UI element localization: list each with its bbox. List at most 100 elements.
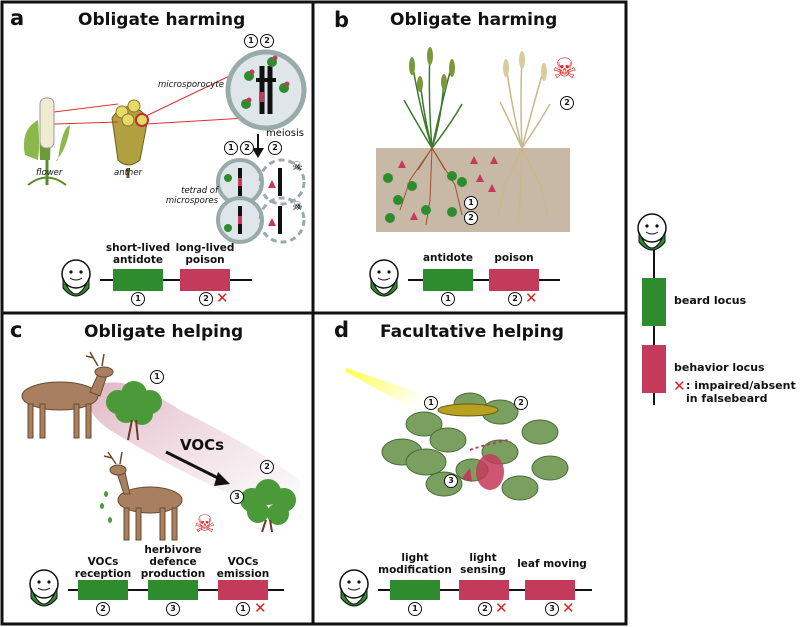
number-badge: 2 xyxy=(260,34,274,48)
legend-chromosome xyxy=(642,250,666,405)
number-badge: 2 xyxy=(514,396,528,410)
gene-line-c xyxy=(68,580,284,600)
greenbeard-face-d xyxy=(339,569,369,607)
cross-icon: ✕ xyxy=(254,599,267,617)
label-flower: flower xyxy=(36,168,63,178)
gene-label-emission-c: VOCs emission xyxy=(216,556,270,581)
gene-label-antidote-a: short-lived antidote xyxy=(105,242,171,267)
gene-bar-antidote-a xyxy=(113,269,163,291)
legend-behavior-bar xyxy=(642,345,666,393)
panel-letter-d: d xyxy=(334,318,350,342)
legend-impaired-label: : impaired/absent in falsebeard xyxy=(686,379,796,405)
gene-label-light-modification-d: light modification xyxy=(378,552,452,577)
number-badge: 1 xyxy=(244,34,258,48)
deer-antlers-top xyxy=(85,351,105,367)
number-badge: 2 xyxy=(478,602,492,616)
label-meiosis: meiosis xyxy=(266,128,304,139)
antidote-poison-molecules xyxy=(383,156,498,223)
gene-label-poison-b: poison xyxy=(494,252,534,264)
bush-bottom xyxy=(240,479,296,533)
legend-behavior-label: behavior locus xyxy=(674,361,765,374)
number-badge: 1 xyxy=(236,602,250,616)
panel-letter-a: a xyxy=(10,6,25,30)
number-badge: 2 xyxy=(96,602,110,616)
flower-illustration xyxy=(23,97,70,186)
deer-antlers-bottom xyxy=(103,451,123,465)
skull-icon: ☠ xyxy=(552,52,577,85)
svg-text:☠: ☠ xyxy=(292,199,303,213)
label-microsporocyte: microsporocyte xyxy=(158,80,224,90)
panel-letter-c: c xyxy=(10,318,23,342)
gene-bar-emission-c xyxy=(218,580,268,600)
panel-letter-b: b xyxy=(334,8,350,32)
panel-title-d: Facultative helping xyxy=(380,322,564,342)
panel-title-a: Obligate harming xyxy=(78,10,246,30)
green-plant-seedheads xyxy=(409,47,455,92)
legend-beard-label: beard locus xyxy=(674,294,747,307)
bush-top xyxy=(106,381,162,441)
number-badge: 2 xyxy=(240,141,254,155)
cross-icon: ✕ xyxy=(525,289,538,307)
tetrad-cells: ☠ ☠ xyxy=(216,158,306,244)
svg-text:☠: ☠ xyxy=(292,159,303,173)
number-badge: 1 xyxy=(441,292,455,306)
number-badge: 2 xyxy=(560,96,574,110)
greenbeard-face-a xyxy=(61,259,91,297)
number-badge: 3 xyxy=(230,490,244,504)
gene-bar-light-modification-d xyxy=(390,580,440,600)
gene-line-b xyxy=(408,269,560,291)
gene-bar-defence-c xyxy=(148,580,198,600)
vocs-arrow xyxy=(165,450,230,486)
number-badge: 1 xyxy=(224,141,238,155)
gene-label-antidote-b: antidote xyxy=(422,252,474,264)
moving-leaf xyxy=(476,454,504,490)
number-badge: 3 xyxy=(444,474,458,488)
number-badge: 1 xyxy=(408,602,422,616)
gene-label-poison-a: long-lived poison xyxy=(175,242,235,267)
greenbeard-face-c xyxy=(29,569,59,607)
label-tetrad: tetrad of microspores xyxy=(165,186,218,206)
greenbeard-face-legend xyxy=(637,213,667,251)
gene-bar-poison-b xyxy=(489,269,539,291)
legend-cross-icon: ✕ xyxy=(673,377,686,395)
leaf-move-arrow xyxy=(462,439,509,482)
number-badge: 2 xyxy=(268,141,282,155)
number-badge: 2 xyxy=(508,292,522,306)
meiosis-arrow xyxy=(252,134,264,158)
label-anther: anther xyxy=(114,168,143,178)
light-modifier-leaf xyxy=(437,403,499,417)
number-badge: 1 xyxy=(464,196,478,210)
falling-leaves xyxy=(100,491,112,523)
gene-line-a xyxy=(100,269,252,291)
gene-line-d xyxy=(378,580,592,600)
greenbeard-face-b xyxy=(369,259,399,297)
number-badge: 2 xyxy=(464,211,478,225)
number-badge: 1 xyxy=(150,370,164,384)
number-badge: 1 xyxy=(131,292,145,306)
cross-icon: ✕ xyxy=(216,289,229,307)
panel-title-b: Obligate harming xyxy=(390,10,558,30)
zoom-lines xyxy=(53,69,247,125)
microsporocyte-cell xyxy=(225,49,307,131)
number-badge: 2 xyxy=(260,460,274,474)
gene-bar-antidote-b xyxy=(423,269,473,291)
gene-bar-leaf-moving-d xyxy=(525,580,575,600)
light-beam xyxy=(346,368,440,424)
gene-label-defence-c: herbivore defence production xyxy=(140,544,206,581)
gene-bar-poison-a xyxy=(180,269,230,291)
deer-bottom xyxy=(109,464,183,541)
green-plant-roots xyxy=(399,147,463,226)
anther-illustration xyxy=(111,99,149,178)
legend-beard-bar xyxy=(642,278,666,326)
skull-icon-c: ☠ xyxy=(194,510,216,538)
cross-icon: ✕ xyxy=(495,599,508,617)
gene-label-leaf-moving-d: leaf moving xyxy=(517,558,587,570)
deer-top xyxy=(21,366,114,439)
cross-icon: ✕ xyxy=(562,599,575,617)
panel-title-c: Obligate helping xyxy=(84,322,244,342)
number-badge: 3 xyxy=(545,602,559,616)
gene-bar-reception-c xyxy=(78,580,128,600)
number-badge: 1 xyxy=(424,396,438,410)
pale-plant-seedheads xyxy=(503,51,547,81)
